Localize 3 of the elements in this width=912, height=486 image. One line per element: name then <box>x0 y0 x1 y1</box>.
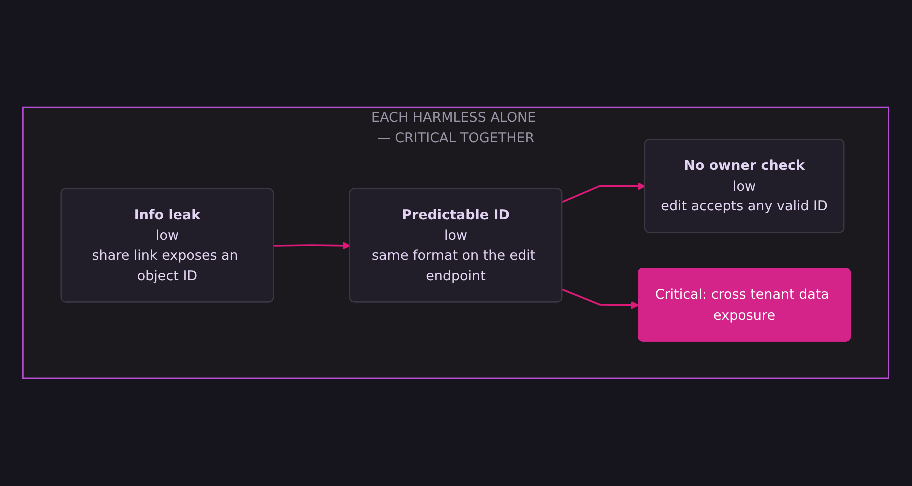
arrow <box>562 288 640 310</box>
arrow <box>274 242 351 250</box>
arrow <box>562 182 646 204</box>
